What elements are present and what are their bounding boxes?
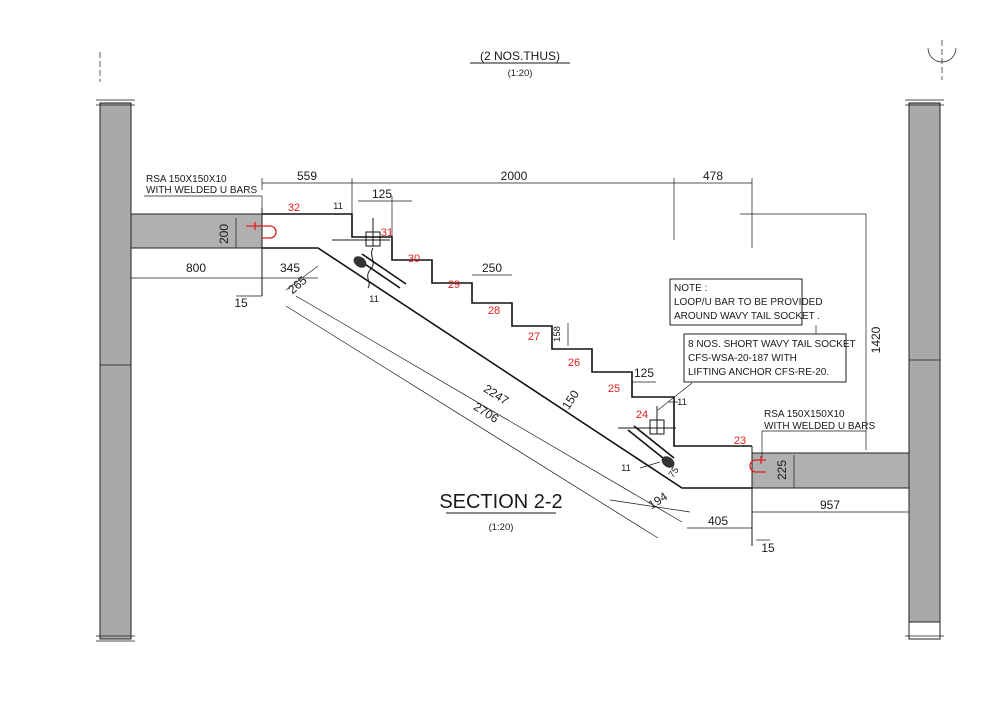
rsa-top-line-1: RSA 150X150X10: [146, 174, 227, 185]
step-number-26: 26: [568, 357, 580, 369]
dim-265: 265: [285, 273, 310, 297]
step-number-27: 27: [528, 331, 540, 343]
top-landing-slab: [130, 213, 263, 249]
dim-15-bottom: 15: [761, 541, 775, 555]
bottom-landing-slab: [751, 452, 910, 489]
dim-225: 225: [775, 460, 789, 480]
rsa-bottom-line-2: WITH WELDED U BARS: [764, 421, 875, 432]
top-title-block: (2 NOS.THUS) (1:20): [99, 40, 957, 82]
note-line-2: LOOP/U BAR TO BE PROVIDED: [674, 297, 823, 308]
dim-800: 800: [186, 261, 206, 275]
rsa-top-line-2: WITH WELDED U BARS: [146, 185, 257, 196]
step-number-30: 30: [408, 253, 420, 265]
section-title: SECTION 2-2: [439, 491, 562, 513]
dim-345: 345: [280, 261, 300, 275]
dim-2706: 2706: [471, 400, 501, 426]
dim-478: 478: [703, 169, 723, 183]
note-line-1: NOTE :: [674, 283, 707, 294]
dim-250: 250: [482, 261, 502, 275]
left-wall: [96, 99, 135, 642]
dim-405: 405: [708, 514, 728, 528]
dim-11-top: 11: [333, 201, 343, 212]
note-box: NOTE : LOOP/U BAR TO BE PROVIDED AROUND …: [669, 278, 823, 326]
step-number-32: 32: [288, 202, 300, 214]
dim-158: 158: [552, 326, 563, 342]
dim-559: 559: [297, 169, 317, 183]
step-numbers: 32 31 30 29 28 27 26 25 24 23: [288, 202, 746, 447]
dim-1420: 1420: [869, 326, 883, 353]
stair-profile: [261, 208, 753, 546]
lower-wavy-tail-socket: [618, 406, 676, 468]
socket-note-box: 8 NOS. SHORT WAVY TAIL SOCKET CFS-WSA-20…: [683, 333, 856, 383]
dim-125-bottom: 125: [634, 366, 654, 380]
dim-15-left: 15: [234, 296, 248, 310]
top-title-scale: (1:20): [508, 68, 533, 79]
step-number-31: 31: [381, 227, 393, 239]
socket-line-2: CFS-WSA-20-187 WITH: [688, 353, 797, 364]
dim-150: 150: [559, 387, 582, 412]
socket-line-3: LIFTING ANCHOR CFS-RE-20.: [688, 367, 829, 378]
dim-200: 200: [217, 224, 231, 244]
step-number-25: 25: [608, 383, 620, 395]
top-title-fragment: (2 NOS.THUS): [480, 49, 560, 63]
dimension-lines: [131, 178, 909, 541]
right-wall: [905, 99, 944, 640]
upper-wavy-tail-socket: [332, 218, 407, 289]
dim-11-right: 11: [677, 397, 687, 408]
dim-11-bottom: 11: [621, 463, 631, 474]
dim-75: 75: [666, 465, 681, 480]
section-scale: (1:20): [489, 522, 514, 533]
dim-2000: 2000: [501, 169, 528, 183]
bottom-u-bar: [749, 456, 766, 473]
note-line-3: AROUND WAVY TAIL SOCKET .: [674, 311, 820, 322]
rsa-bottom-line-1: RSA 150X150X10: [764, 409, 845, 420]
step-number-28: 28: [488, 305, 500, 317]
section-title-block: SECTION 2-2 (1:20): [439, 491, 562, 533]
step-number-23: 23: [734, 435, 746, 447]
leader-lines: [144, 195, 866, 469]
socket-line-1: 8 NOS. SHORT WAVY TAIL SOCKET: [688, 339, 856, 350]
step-number-29: 29: [448, 279, 460, 291]
top-u-bar: [246, 222, 277, 239]
step-number-24: 24: [636, 409, 648, 421]
dim-125-top: 125: [372, 187, 392, 201]
dim-11-mid: 11: [369, 294, 379, 305]
dim-957: 957: [820, 498, 840, 512]
